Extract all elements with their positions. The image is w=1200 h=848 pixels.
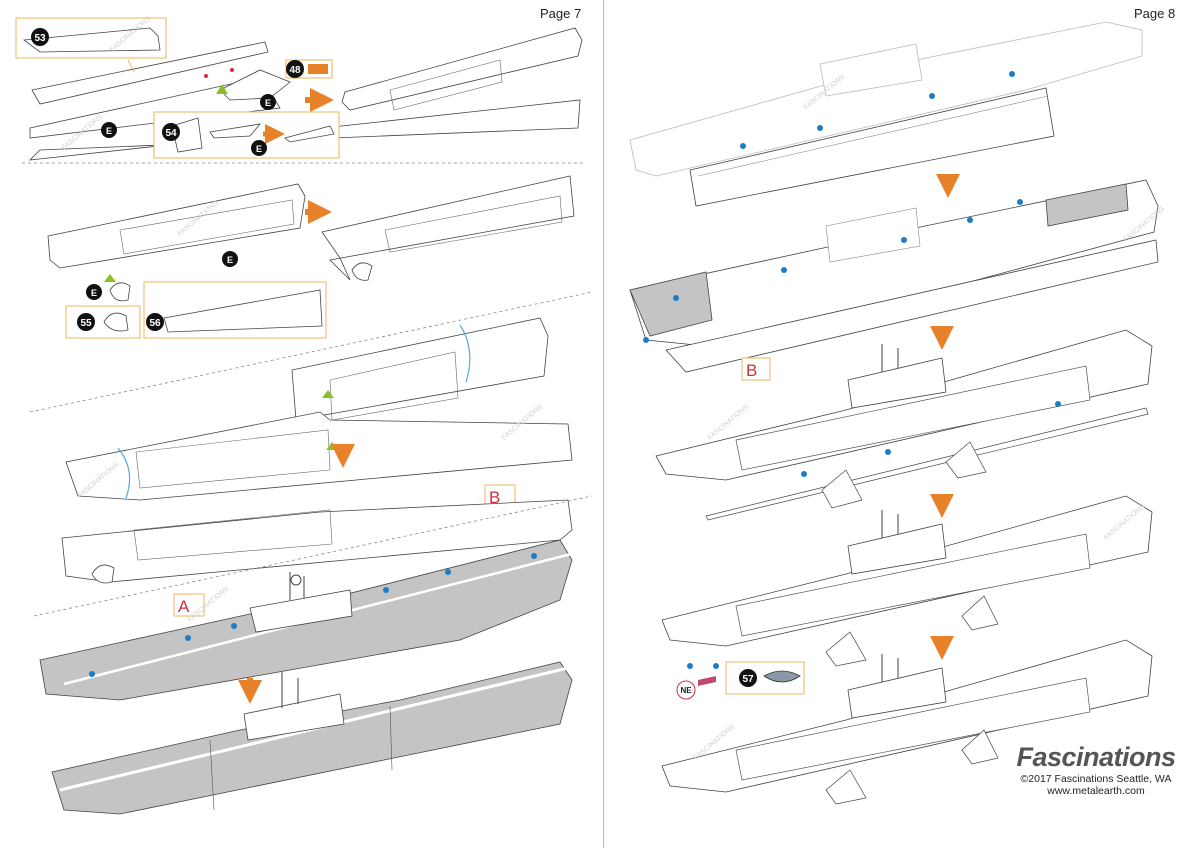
step-2 <box>47 175 575 339</box>
page-number-right: Page 8 <box>1134 6 1176 21</box>
step-6 <box>629 179 1159 381</box>
marker-e: E <box>251 140 267 156</box>
label-a: A <box>178 597 190 616</box>
part-54-piece <box>171 117 203 153</box>
conning-tower <box>847 667 947 719</box>
conning-tower <box>243 693 345 741</box>
svg-text:56: 56 <box>149 318 161 329</box>
marker-ne: NE <box>676 680 696 700</box>
interior-cutaway <box>735 365 1091 471</box>
svg-text:NE: NE <box>680 686 692 695</box>
interior-cutaway <box>735 677 1091 781</box>
hull-half-lower-step6 <box>665 239 1159 373</box>
brand-logo: Fascinations <box>1016 742 1176 772</box>
page-8-diagram: 57 NE B FASCINATIONS FASCINATIONS FASCIN… <box>629 21 1166 805</box>
green-tab-marker <box>216 84 228 94</box>
marker-e: E <box>86 284 102 300</box>
hull-assembled-step3 <box>61 499 573 583</box>
part-badge-54: 54 <box>162 123 180 141</box>
svg-text:54: 54 <box>165 128 177 139</box>
page-divider <box>603 0 604 848</box>
step-8 <box>661 495 1153 695</box>
hull-strip-upper <box>31 41 269 105</box>
label-b-box <box>741 357 771 381</box>
hull-half-step2-result <box>321 175 575 281</box>
part-badge-55: 55 <box>77 313 95 331</box>
brand-block: Fascinations ©2017 Fascinations Seattle,… <box>1001 742 1191 797</box>
copyright-text: ©2017 Fascinations Seattle, WA <box>1020 773 1172 785</box>
stand-right <box>945 441 987 479</box>
svg-text:57: 57 <box>742 674 754 685</box>
conning-tower <box>847 357 947 409</box>
label-b: B <box>746 361 757 380</box>
step-7 <box>655 329 1153 521</box>
marker-e: E <box>260 94 276 110</box>
svg-text:E: E <box>265 98 271 108</box>
fin-assembly <box>219 69 291 101</box>
part-badge-53: 53 <box>31 28 49 46</box>
hull-half-step2 <box>47 183 306 269</box>
step-1 <box>15 17 583 161</box>
conning-tower <box>825 207 921 263</box>
hull-half-result <box>341 27 583 111</box>
page-7-diagram: 53 48 54 55 56 E E E E E B A FASCINATION… <box>15 15 593 815</box>
label-b: B <box>489 488 500 507</box>
hull-assembly-step6 <box>629 179 1159 349</box>
svg-text:E: E <box>256 144 262 154</box>
part-badge-48: 48 <box>286 60 304 78</box>
page-7: Page 7 <box>15 6 593 815</box>
page-number-left: Page 7 <box>540 6 582 21</box>
hull-half-upper-step3 <box>291 317 549 421</box>
svg-text:48: 48 <box>289 65 301 76</box>
part-53-piece <box>22 27 161 53</box>
svg-text:E: E <box>227 255 233 265</box>
conning-tower <box>249 589 353 633</box>
interior-cutaway <box>735 533 1091 637</box>
page-8: Page 8 <box>606 0 1200 848</box>
part-48-piece <box>308 64 328 74</box>
keel-strip <box>705 407 1149 521</box>
label-a-box <box>173 593 205 617</box>
conning-tower <box>847 523 947 575</box>
svg-text:E: E <box>91 288 97 298</box>
svg-text:55: 55 <box>80 318 92 329</box>
step-5 <box>629 21 1143 207</box>
stand-left <box>821 469 863 509</box>
step-3 <box>61 317 573 584</box>
marker-e: E <box>222 251 238 267</box>
hull-half-lower-step3 <box>65 411 573 501</box>
interior-deck-assembly <box>689 87 1055 207</box>
hull-ghost-upper <box>629 21 1143 177</box>
svg-text:E: E <box>106 126 112 136</box>
part-badge-57: 57 <box>739 669 757 687</box>
marker-e: E <box>101 122 117 138</box>
website-url: www.metalearth.com <box>1047 785 1145 797</box>
step-9 <box>661 639 1153 805</box>
part-badge-56: 56 <box>146 313 164 331</box>
part-57-piece <box>763 670 801 683</box>
svg-text:53: 53 <box>34 33 46 44</box>
step-separator <box>33 495 593 617</box>
part-56-piece <box>163 289 323 333</box>
step-4 <box>39 539 576 815</box>
